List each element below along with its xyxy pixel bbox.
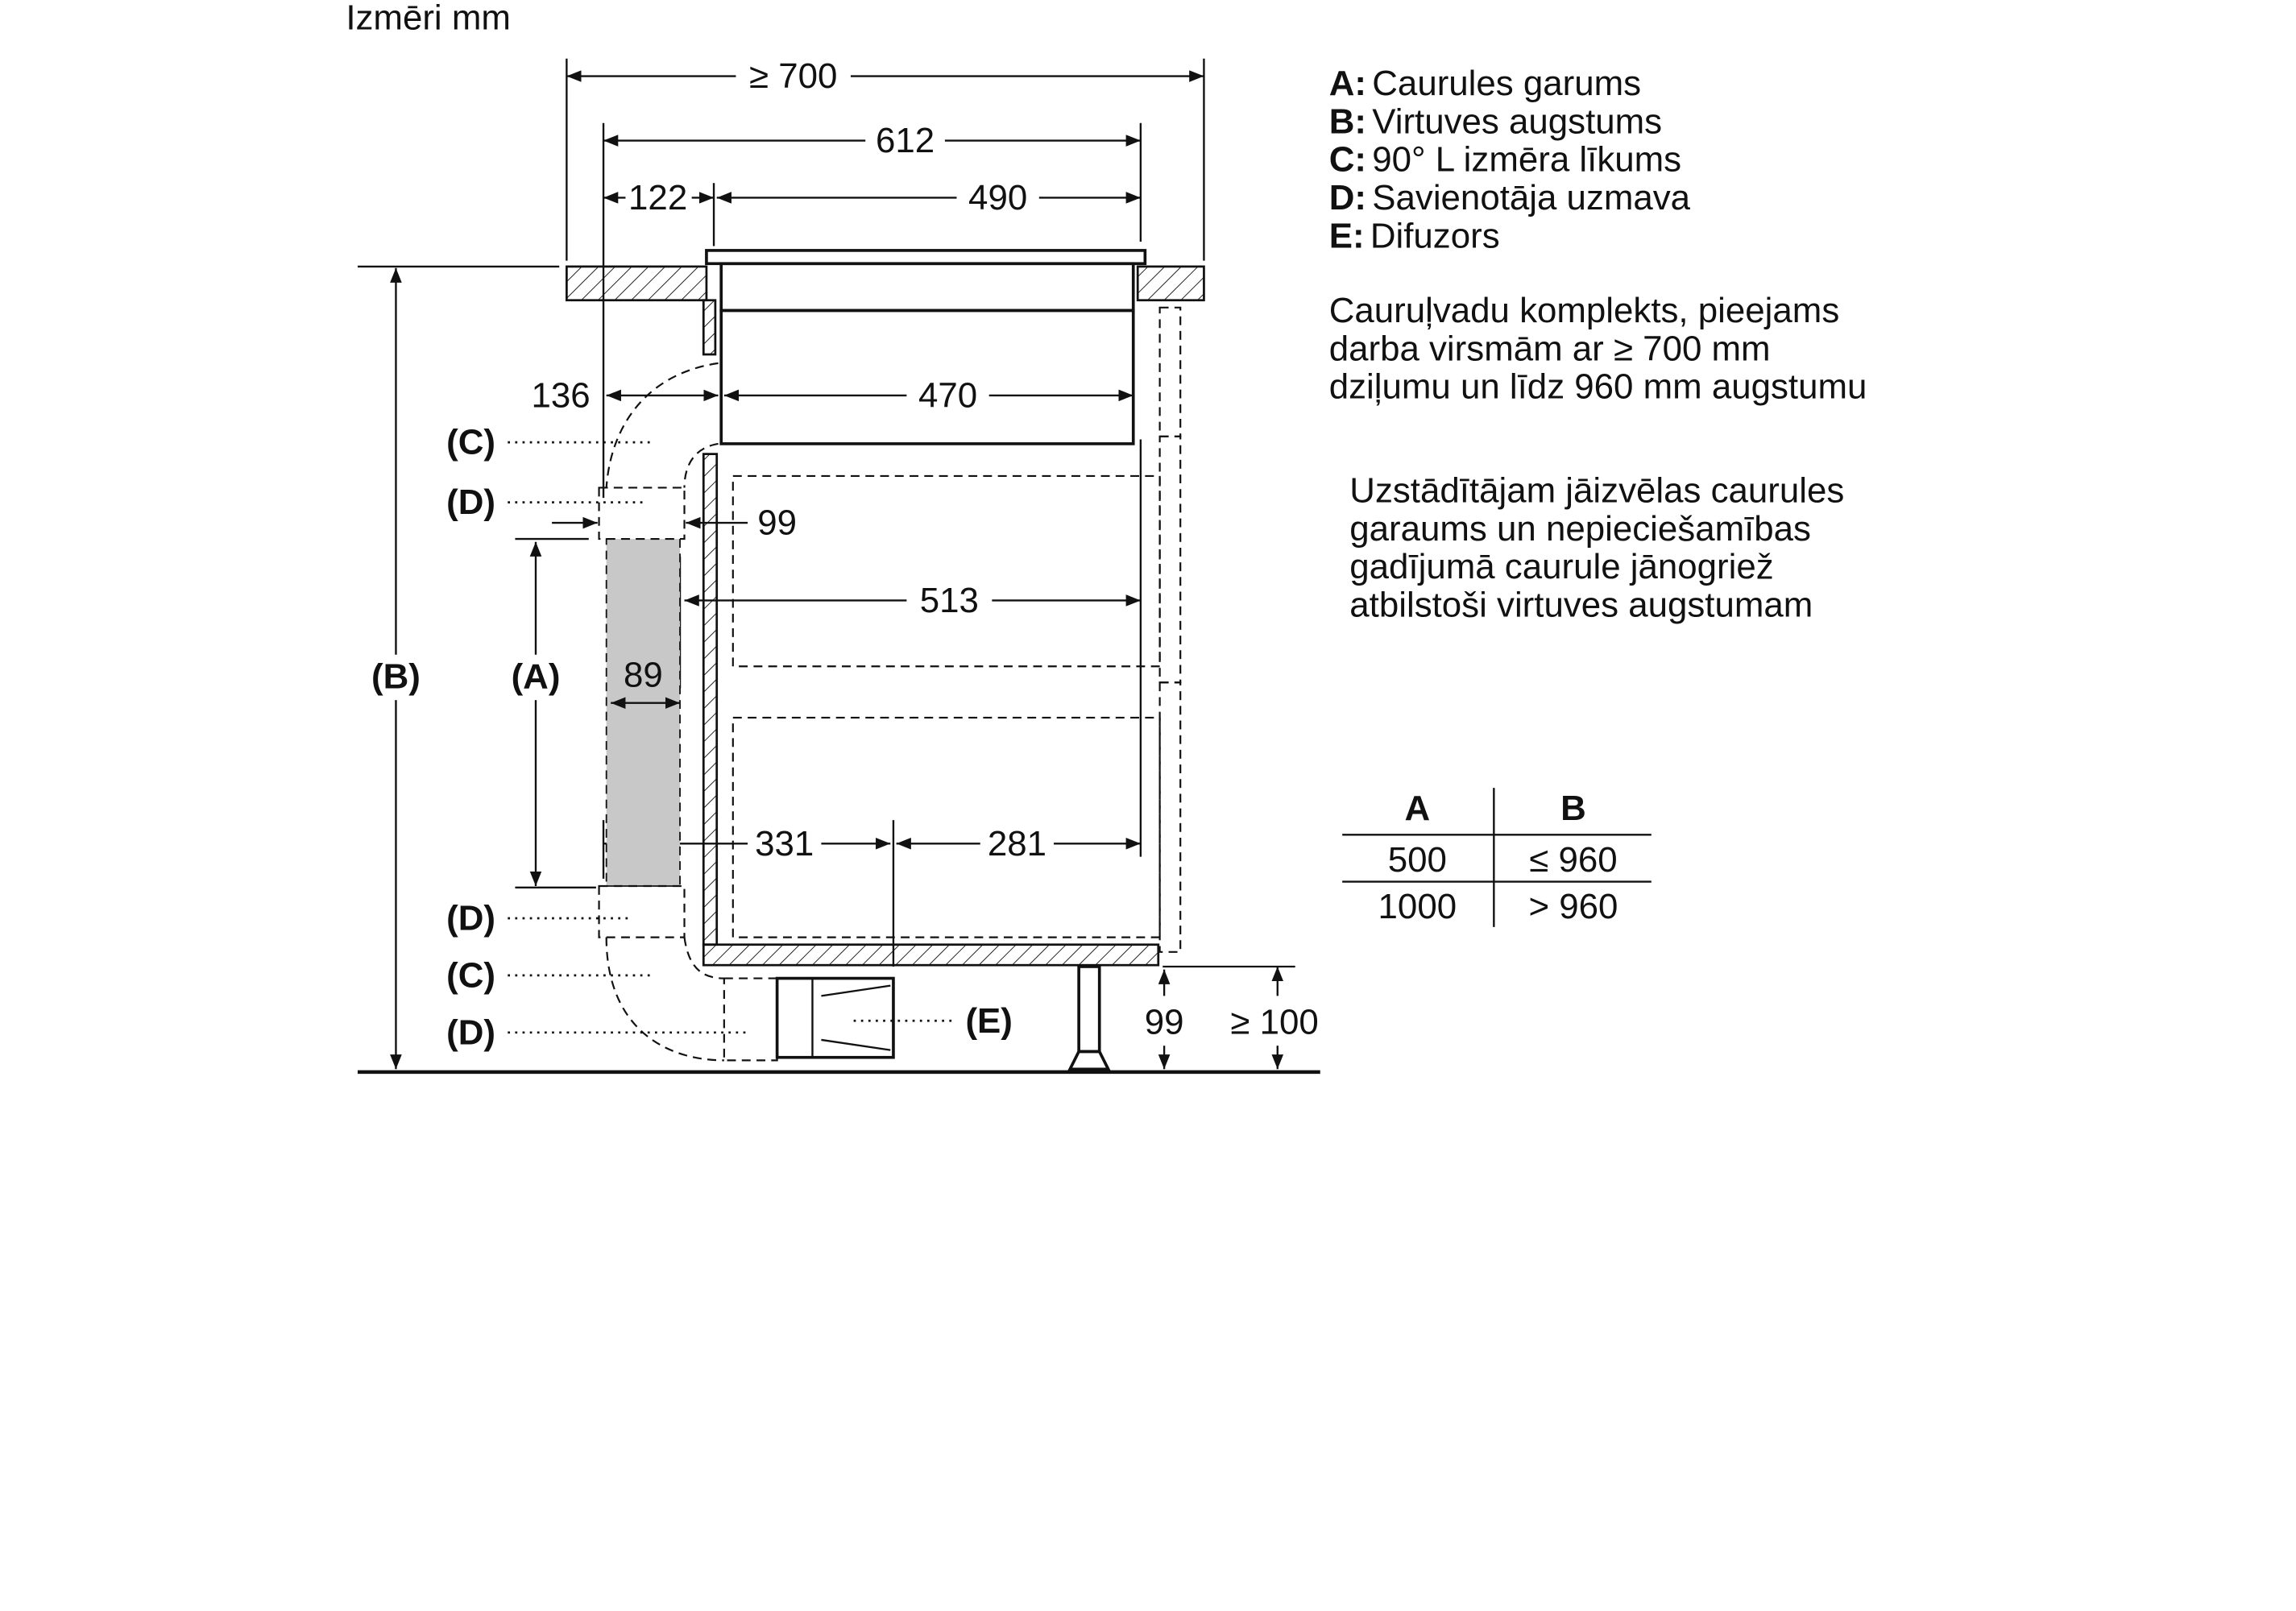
svg-text:Uzstādītājam jāizvēlas caurule: Uzstādītājam jāizvēlas caurules [1349, 471, 1844, 511]
note-installer: Uzstādītājam jāizvēlas caurules garaums … [1349, 471, 1844, 625]
dim-490: 490 [968, 178, 1027, 217]
svg-text:C:90° L izmēra līkums: C:90° L izmēra līkums [1329, 140, 1681, 180]
dim-99-bottom: 99 [1145, 1003, 1184, 1042]
table-cell: ≤ 960 [1529, 840, 1617, 880]
dim-281: 281 [988, 824, 1046, 863]
diffuser [775, 976, 895, 1059]
dim-470: 470 [918, 376, 977, 416]
callout-c-bottom: (C) [446, 956, 495, 996]
dim-min-depth: ≥ 700 [749, 56, 837, 96]
callout-a: (A) [512, 657, 561, 697]
connector-sleeve-diffuser [723, 977, 778, 1062]
table-header-b: B [1560, 789, 1586, 828]
svg-text:B:Virtuves augstums: B:Virtuves augstums [1329, 102, 1662, 142]
countertop-right [1136, 265, 1205, 302]
callout-b: (B) [371, 657, 421, 697]
svg-text:D:Savienotāja uzmava: D:Savienotāja uzmava [1329, 178, 1691, 217]
table-header-a: A [1404, 789, 1430, 828]
svg-text:dziļumu un līdz 960 mm augstum: dziļumu un līdz 960 mm augstumu [1329, 367, 1867, 407]
dimension-arrows [390, 70, 1284, 1070]
dim-122: 122 [628, 178, 687, 217]
note-duct-kit: Cauruļvadu komplekts, pieejams darba vir… [1329, 291, 1867, 406]
length-height-table: A B 500 ≤ 960 1000 > 960 [1342, 788, 1652, 927]
dim-min-plinth: ≥ 100 [1230, 1003, 1318, 1042]
cabinet-leg [1077, 965, 1101, 1054]
svg-text:darba virsmām ar ≥ 700 mm: darba virsmām ar ≥ 700 mm [1329, 329, 1771, 368]
svg-text:gadījumā caurule jānogriež: gadījumā caurule jānogriež [1349, 547, 1773, 586]
table-cell: 500 [1388, 840, 1447, 880]
table-cell: > 960 [1529, 887, 1618, 926]
countertop-left [565, 265, 708, 302]
dim-612: 612 [876, 121, 935, 160]
duct-pipe [605, 538, 681, 887]
dim-89: 89 [624, 656, 663, 695]
connector-sleeve-bottom [598, 884, 686, 938]
svg-text:Cauruļvadu komplekts, pieejams: Cauruļvadu komplekts, pieejams [1329, 291, 1840, 330]
cabinet-structure [357, 249, 1320, 1075]
dim-513: 513 [920, 581, 979, 620]
legend: A:Caurules garums B:Virtuves augstums C:… [1329, 64, 1691, 255]
table-cell: 1000 [1378, 887, 1457, 926]
svg-text:A:Caurules garums: A:Caurules garums [1329, 64, 1641, 103]
callout-d-bottom: (D) [446, 1013, 495, 1052]
callout-c-top: (C) [446, 423, 495, 462]
extension-lines [357, 58, 1295, 968]
callout-d-top: (D) [446, 482, 495, 522]
callout-e: (E) [965, 1001, 1012, 1041]
page-title: Izmēri mm [346, 0, 511, 37]
hob-fan-unit [719, 309, 1135, 445]
drawer-upper [731, 474, 1161, 668]
connector-sleeve-top [598, 487, 686, 540]
svg-text:garaums un nepieciešamības: garaums un nepieciešamības [1349, 509, 1811, 549]
drawer-lower [731, 716, 1161, 938]
hob-body [719, 262, 1135, 313]
svg-text:atbilstoši virtuves augstumam: atbilstoši virtuves augstumam [1349, 586, 1813, 625]
callouts [508, 441, 957, 1034]
dim-99-top: 99 [757, 503, 797, 543]
hob-top-plate [705, 249, 1147, 266]
dim-136: 136 [531, 376, 590, 416]
dim-331: 331 [755, 824, 814, 863]
cabinet-back-wall [702, 453, 719, 946]
svg-text:E:Difuzors: E:Difuzors [1329, 216, 1500, 255]
cabinet-bottom-shelf [702, 943, 1160, 967]
callout-d-mid: (D) [446, 899, 495, 938]
